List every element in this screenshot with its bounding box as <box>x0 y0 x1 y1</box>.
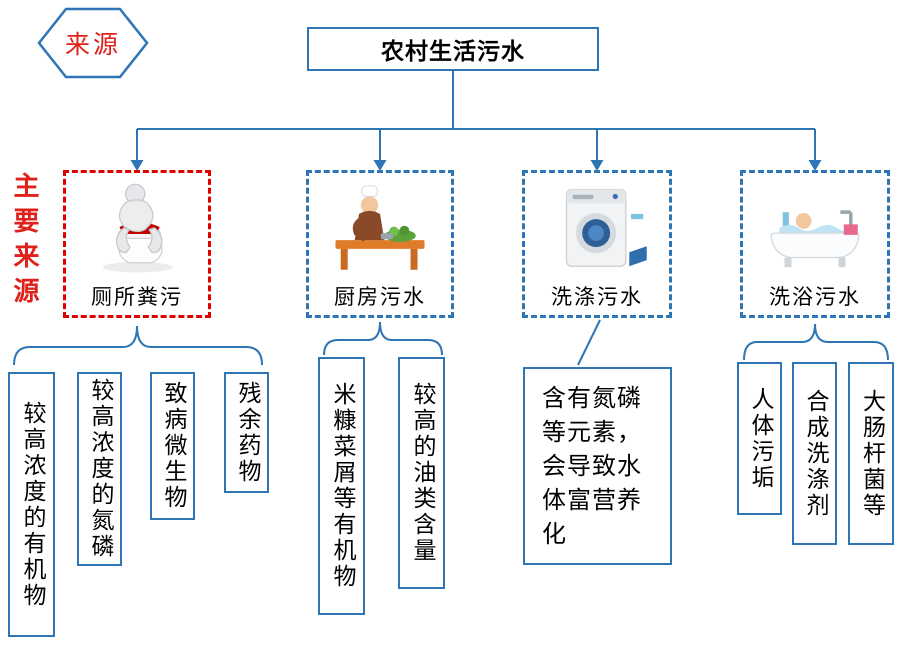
factor-bathing-detergent: 合成洗涤剂 <box>792 362 837 545</box>
factor-toilet-nitrogen-phosphorus-label: 较高浓度的氮磷 <box>87 378 113 560</box>
category-kitchen: 厨房污水 <box>306 170 454 318</box>
factor-toilet-residual-drugs: 残余药物 <box>224 372 269 493</box>
root-node: 农村生活污水 <box>307 27 599 71</box>
factor-toilet-pathogens: 致病微生物 <box>150 372 195 520</box>
root-node-label: 农村生活污水 <box>381 39 525 65</box>
main-source-label: 主要来源 <box>9 172 39 312</box>
factor-bathing-body-dirt-label: 人体污垢 <box>747 386 773 491</box>
factor-washing-eutrophication-label: 含有氮磷等元素，会导致水体富营养化 <box>542 383 642 549</box>
source-badge-label: 来源 <box>64 30 121 59</box>
factor-toilet-nitrogen-phosphorus: 较高浓度的氮磷 <box>77 372 122 566</box>
factor-toilet-residual-drugs-label: 残余药物 <box>234 380 260 485</box>
category-toilet: 厕所粪污 <box>63 170 211 318</box>
category-bathing-label: 洗浴污水 <box>769 285 861 309</box>
factor-washing-eutrophication: 含有氮磷等元素，会导致水体富营养化 <box>523 367 672 565</box>
source-badge: 来源 <box>36 6 150 80</box>
factor-bathing-ecoli: 大肠杆菌等 <box>848 362 894 545</box>
bathtub-icon <box>770 210 860 268</box>
factor-toilet-organics: 较高浓度的有机物 <box>8 372 55 637</box>
factor-bathing-body-dirt: 人体污垢 <box>737 362 782 515</box>
factor-kitchen-oil: 较高的油类含量 <box>398 357 445 589</box>
kitchen-cooking-icon <box>335 185 425 270</box>
factor-bathing-detergent-label: 合成洗涤剂 <box>802 388 828 519</box>
hexagon-shape-icon <box>37 7 149 79</box>
category-washing-label: 洗涤污水 <box>551 285 643 309</box>
category-bathing: 洗浴污水 <box>740 170 890 318</box>
category-kitchen-label: 厨房污水 <box>334 285 426 309</box>
toilet-person-icon <box>102 183 173 273</box>
factor-kitchen-organics-label: 米糠菜屑等有机物 <box>329 382 355 590</box>
factor-toilet-pathogens-label: 致病微生物 <box>160 381 186 511</box>
washing-machine-icon <box>565 188 647 267</box>
factor-kitchen-organics: 米糠菜屑等有机物 <box>318 357 365 615</box>
factor-kitchen-oil-label: 较高的油类含量 <box>409 382 435 564</box>
factor-bathing-ecoli-label: 大肠杆菌等 <box>858 388 885 519</box>
factor-toilet-organics-label: 较高浓度的有机物 <box>19 400 45 609</box>
category-toilet-label: 厕所粪污 <box>91 285 183 309</box>
category-washing: 洗涤污水 <box>522 170 672 318</box>
